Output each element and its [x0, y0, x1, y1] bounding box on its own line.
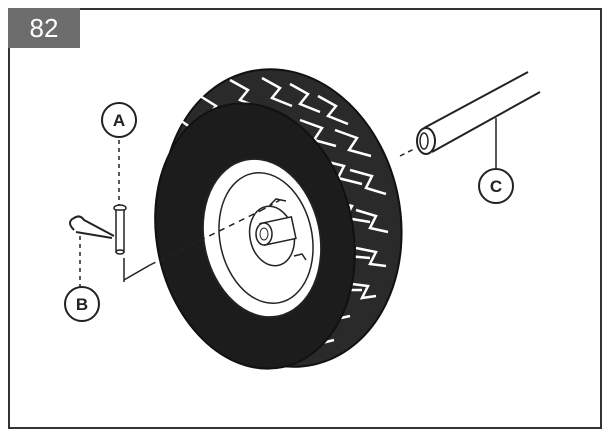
- callout-b: B: [64, 286, 100, 322]
- hairpin-clip: [69, 215, 115, 290]
- callout-b-label: B: [76, 295, 88, 314]
- step-number-badge: 82: [8, 8, 80, 48]
- callout-a: A: [101, 102, 137, 138]
- alignment-line: [123, 199, 281, 282]
- axle-shaft: [399, 71, 541, 157]
- diagram-frame: [8, 8, 602, 429]
- wheel-hub: [255, 198, 307, 261]
- callout-c: C: [478, 118, 514, 204]
- callout-a-label: A: [113, 111, 125, 130]
- callout-c-label: C: [490, 177, 502, 196]
- clevis-pin: [113, 140, 127, 255]
